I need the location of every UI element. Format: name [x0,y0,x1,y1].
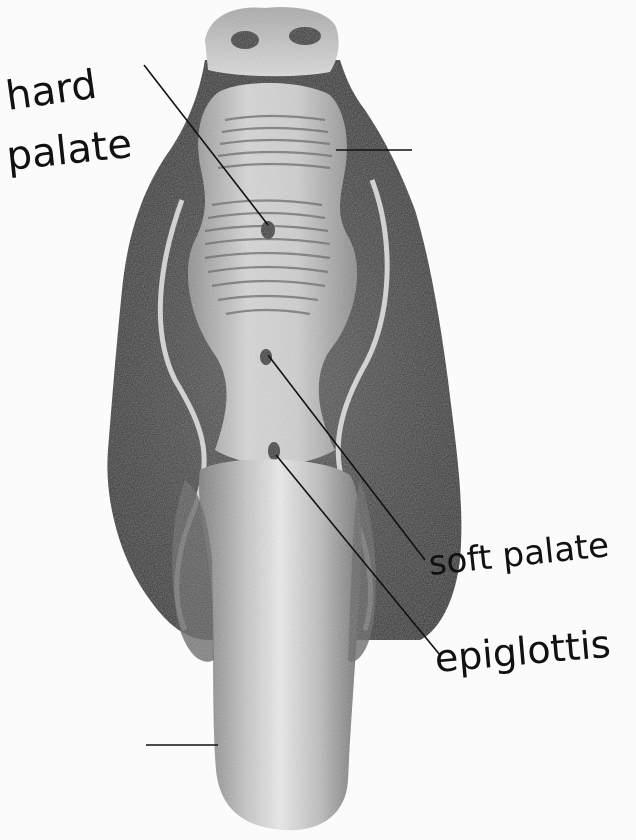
nostril-right [289,27,321,45]
label-hard-palate-line2: palate [4,121,134,180]
tongue-body [199,459,361,830]
nostril-left [231,31,259,49]
nose-cap [205,7,339,76]
tongue [172,459,376,830]
label-hard-palate-line1: hard [3,62,100,120]
label-epiglottis: epiglottis [433,622,612,681]
